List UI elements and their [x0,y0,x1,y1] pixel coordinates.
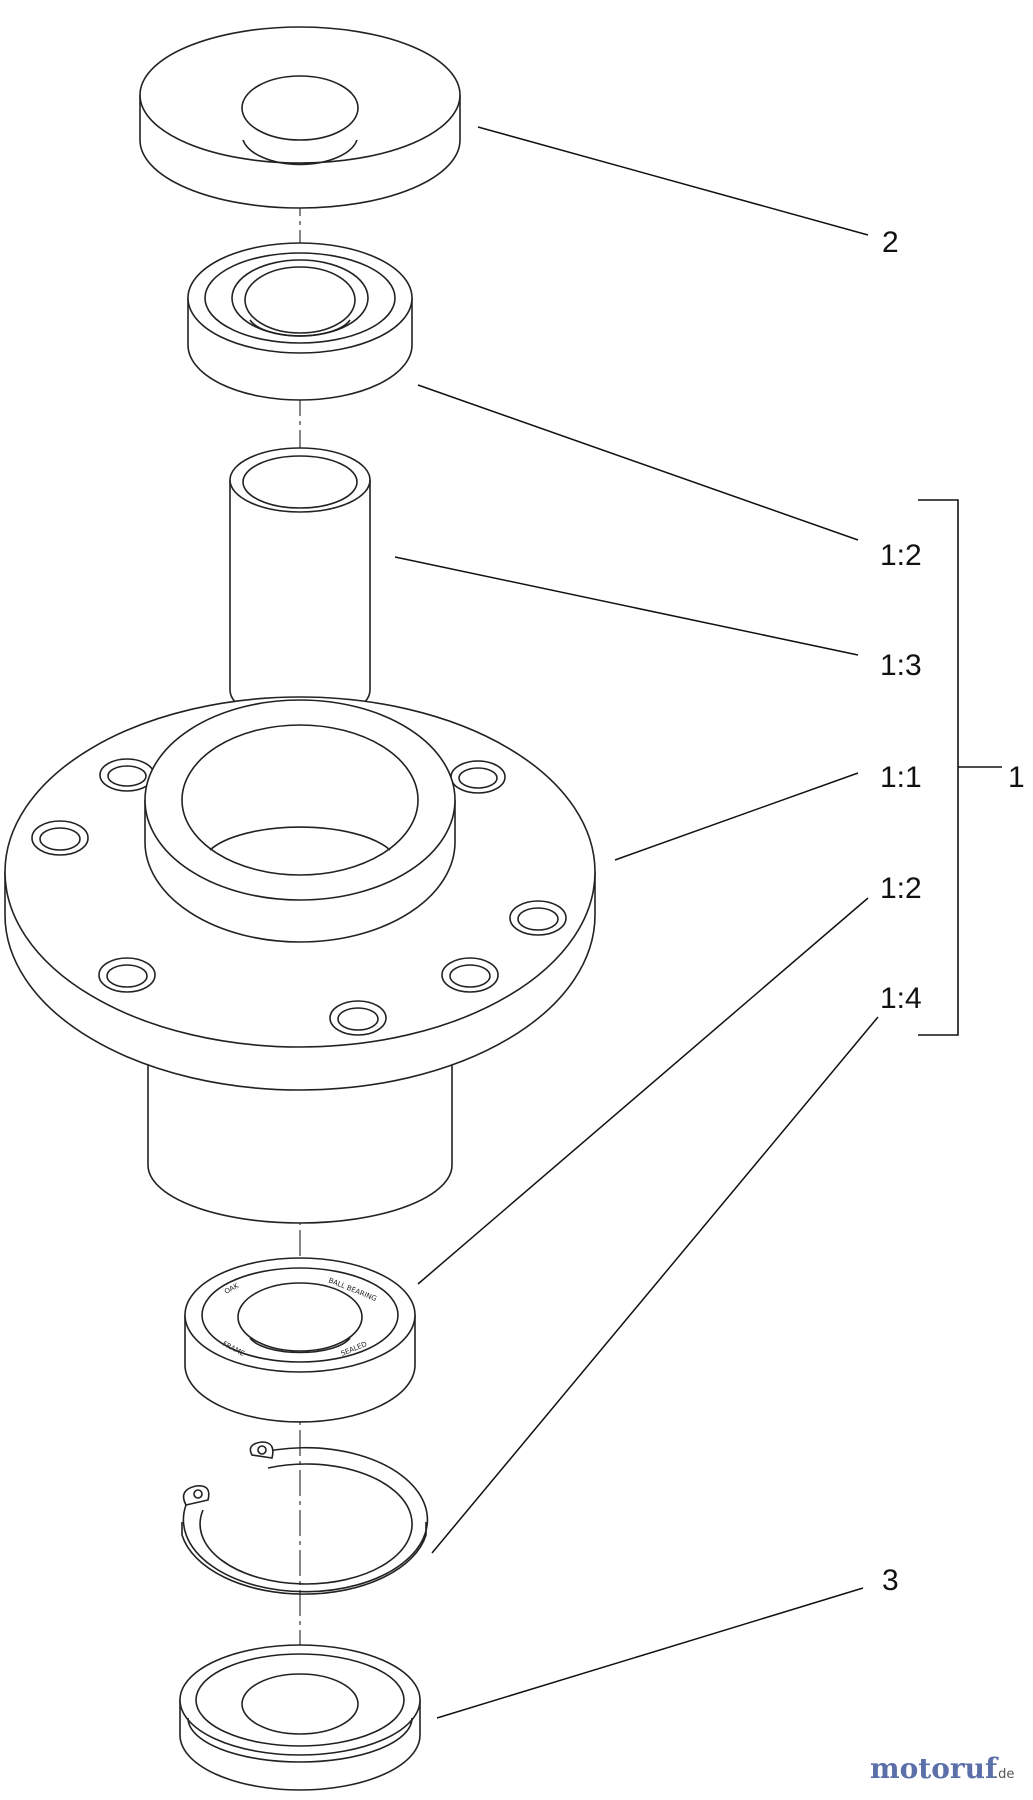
group-1-bracket [918,499,1002,1036]
callout-1-2-top: 1:2 [880,539,922,572]
callout-1: 1 [1008,761,1025,794]
callout-labels: 2 1:2 1:3 1:1 1 1:2 1:4 3 [880,226,1025,1597]
part-2-cover-washer[interactable] [139,26,461,209]
leader-line-1-2-bottom [417,897,869,1285]
callout-1-2-bottom: 1:2 [880,872,922,905]
watermark-logo: motoruf .de [870,1752,1014,1785]
part-3-bottom-seal[interactable] [179,1644,421,1791]
part-1-4-retaining-ring[interactable] [181,1441,429,1595]
leader-line-3 [436,1587,864,1719]
callout-2: 2 [882,226,899,259]
leader-line-1-1 [614,772,859,861]
leader-lines [394,126,879,1719]
callout-1-3: 1:3 [880,649,922,682]
leader-line-1-4 [431,1016,879,1554]
callout-1-1: 1:1 [880,761,922,794]
part-1-2-bottom-bearing[interactable] [184,1257,416,1423]
leader-line-1-3 [394,556,859,656]
part-1-3-sleeve[interactable] [229,447,371,723]
leader-line-2 [477,126,869,236]
callout-3: 3 [882,1564,899,1597]
part-1-2-top-bearing[interactable] [187,242,413,401]
part-1-1-flange-housing[interactable] [4,696,596,1224]
callout-1-4: 1:4 [880,982,922,1015]
leader-line-1-2-top [417,384,859,541]
watermark-suffix: .de [994,1767,1014,1782]
watermark-text: motoruf [870,1752,999,1785]
